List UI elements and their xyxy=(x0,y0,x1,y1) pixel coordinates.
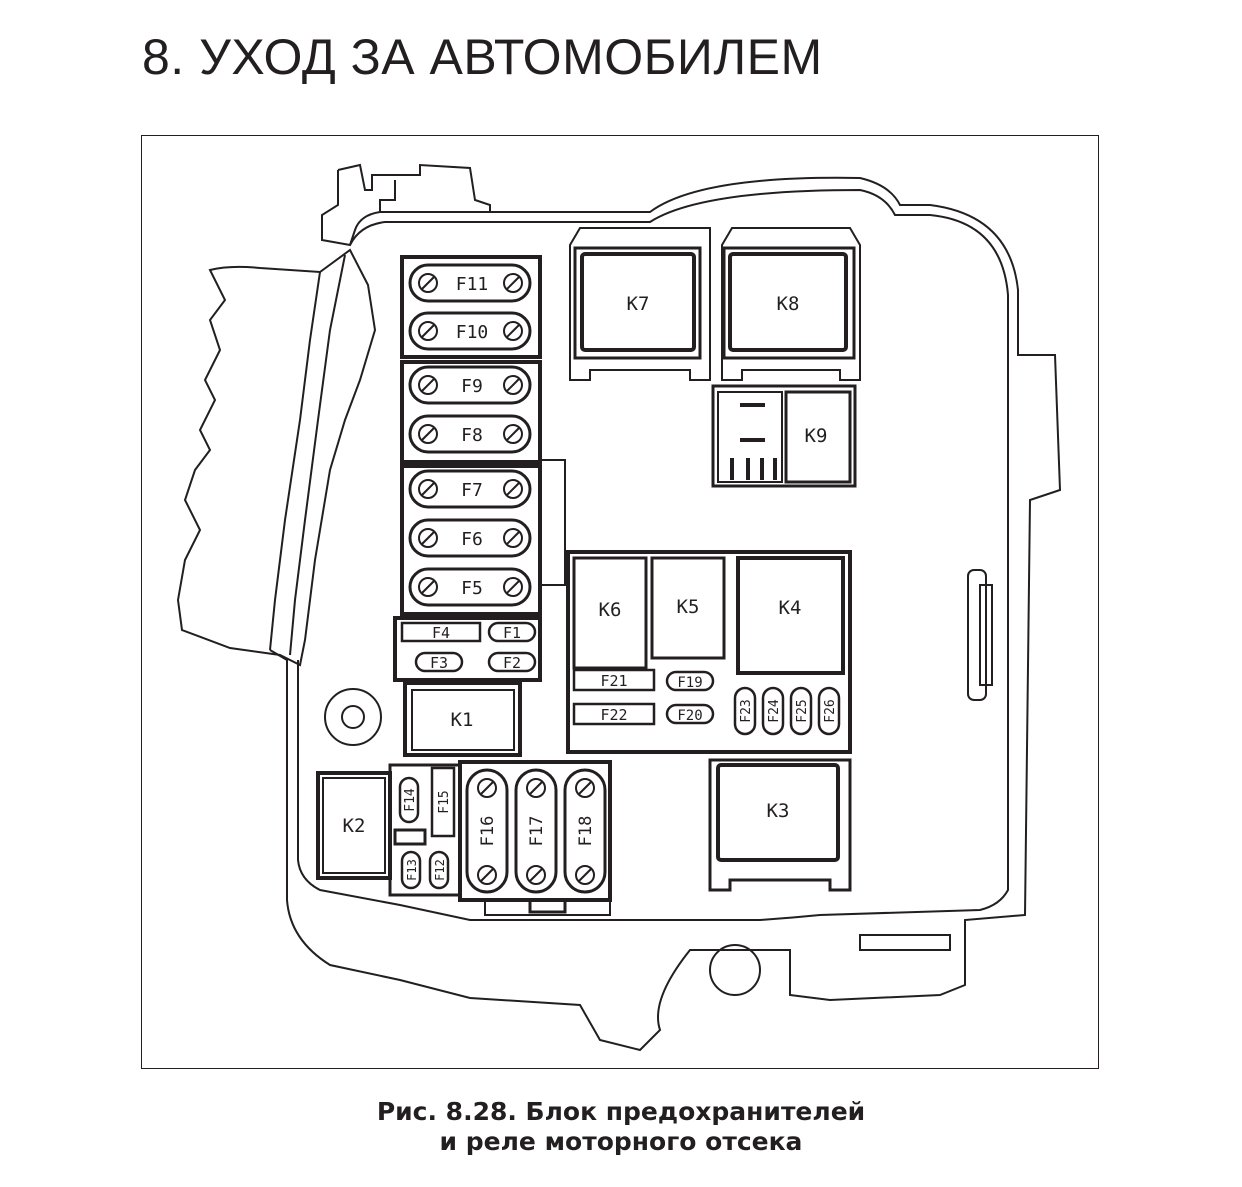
label-F4: F4 xyxy=(432,624,450,642)
chapter-title: 8. УХОД ЗА АВТОМОБИЛЕМ xyxy=(142,29,823,85)
label-F11: F11 xyxy=(456,274,489,295)
label-F15: F15 xyxy=(437,790,452,813)
relay-K6: K6 xyxy=(572,556,648,670)
label-F10: F10 xyxy=(456,322,489,343)
fuse-F14: F14 xyxy=(398,776,420,824)
fuse-F3: F3 xyxy=(414,651,464,673)
label-F23: F23 xyxy=(739,699,754,722)
fuse-F16: F16 xyxy=(465,768,509,894)
label-K1: K1 xyxy=(451,709,474,731)
fuse-F9: F9 xyxy=(408,365,532,405)
fuse-F12: F12 xyxy=(428,850,450,890)
fuse-F22: F22 xyxy=(572,702,656,726)
fuse-F13: F13 xyxy=(400,850,422,890)
label-K8: K8 xyxy=(777,293,800,315)
label-F3: F3 xyxy=(430,654,448,672)
label-F14: F14 xyxy=(403,788,418,812)
label-F25: F25 xyxy=(795,699,810,722)
label-F2: F2 xyxy=(503,654,521,672)
fuse-F26: F26 xyxy=(817,686,841,736)
label-K5: K5 xyxy=(677,596,700,618)
fuse-F20: F20 xyxy=(665,703,715,725)
relay-K5: K5 xyxy=(650,556,726,660)
label-F22: F22 xyxy=(600,706,627,724)
figure-caption-line2: и реле моторного отсека xyxy=(439,1127,803,1156)
relay-K7: K7 xyxy=(569,227,711,381)
fuse-F11: F11 xyxy=(408,263,532,303)
figure-caption-line1: Рис. 8.28. Блок предохранителей xyxy=(376,1097,866,1126)
figure-frame xyxy=(141,135,1099,1069)
label-F21: F21 xyxy=(600,672,627,690)
label-K4: K4 xyxy=(779,597,802,619)
relay-K1: K1 xyxy=(403,681,522,757)
fuse-F2: F2 xyxy=(487,651,537,673)
label-K2: K2 xyxy=(343,815,366,837)
housing-outline xyxy=(269,170,1062,1052)
fuse-F19: F19 xyxy=(665,670,715,692)
label-F20: F20 xyxy=(677,708,702,724)
label-F1: F1 xyxy=(503,624,521,642)
fuse-F7: F7 xyxy=(408,469,532,509)
label-F8: F8 xyxy=(461,425,483,446)
label-F6: F6 xyxy=(461,529,483,550)
label-F26: F26 xyxy=(823,699,838,722)
label-F13: F13 xyxy=(405,859,419,881)
fuse-F10: F10 xyxy=(408,311,532,351)
relay-K4: K4 xyxy=(736,556,845,675)
fuse-F23: F23 xyxy=(733,686,757,736)
fuse-F8: F8 xyxy=(408,414,532,454)
fuse-F15: F15 xyxy=(430,766,456,838)
fuse-F4: F4 xyxy=(400,621,482,643)
label-F9: F9 xyxy=(461,376,483,397)
fuse-F1: F1 xyxy=(487,621,537,643)
fuse-F21: F21 xyxy=(572,668,656,692)
relay-K3: K3 xyxy=(708,758,852,892)
fuse-F5: F5 xyxy=(408,567,532,607)
label-K6: K6 xyxy=(599,599,622,621)
label-F18: F18 xyxy=(576,816,596,847)
relay-K2: K2 xyxy=(316,771,392,880)
fuse-F6: F6 xyxy=(408,518,532,558)
label-F5: F5 xyxy=(461,578,483,599)
label-F17: F17 xyxy=(527,816,547,847)
label-K7: K7 xyxy=(627,293,650,315)
fuse-F25: F25 xyxy=(789,686,813,736)
label-F12: F12 xyxy=(433,859,447,881)
side-clip xyxy=(176,248,377,667)
label-F19: F19 xyxy=(677,675,702,691)
label-K3: K3 xyxy=(767,800,790,822)
fuse-F18: F18 xyxy=(563,768,607,894)
fuse-F24: F24 xyxy=(761,686,785,736)
label-K9: K9 xyxy=(805,425,828,447)
label-F16: F16 xyxy=(478,816,498,847)
relay-K8: K8 xyxy=(721,227,861,381)
label-F7: F7 xyxy=(461,480,483,501)
label-F24: F24 xyxy=(767,699,782,723)
relay-K9: K9 xyxy=(711,384,857,488)
fuse-F17: F17 xyxy=(514,768,558,894)
